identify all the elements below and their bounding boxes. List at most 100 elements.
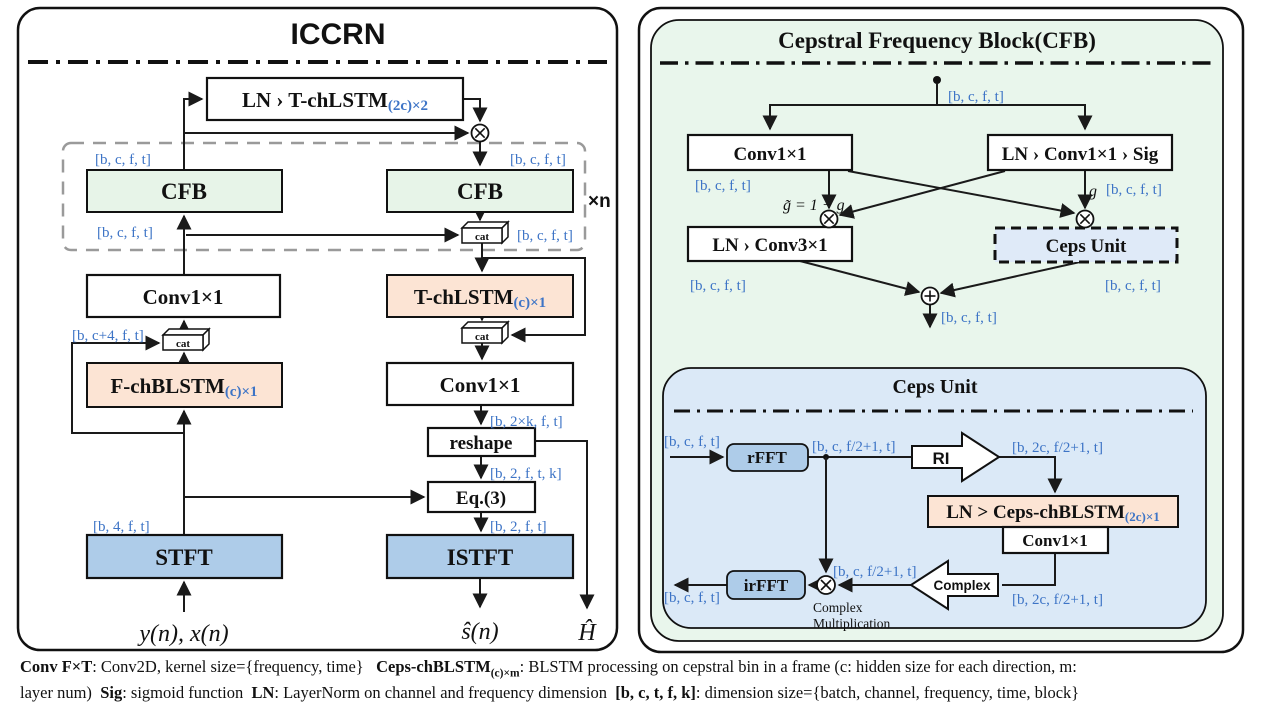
- dim-reshape-out: [b, 2, f, t, k]: [490, 466, 562, 482]
- multiply-node: [470, 123, 490, 143]
- ceps-dim-in: [b, c, f, t]: [664, 434, 720, 450]
- concat-label: cat: [176, 338, 190, 350]
- concat-node-right-top: cat: [460, 220, 510, 245]
- stft-box: [85, 533, 284, 580]
- caption-text: : LayerNorm on channel and frequency dim…: [274, 683, 616, 703]
- dim-conv-right-out: [b, 2×k, f, t]: [490, 414, 563, 430]
- complex-multiply-node: [816, 575, 836, 595]
- irfft-label: irFFT: [744, 576, 789, 595]
- concat-label: cat: [475, 231, 489, 243]
- input-signal-label: y(n), x(n): [137, 621, 228, 647]
- caption-term-sig: Sig: [100, 683, 123, 703]
- ceps-dim-conv-out: [b, 2c, f/2+1, t]: [1012, 592, 1103, 608]
- cfb-left-box: [86, 169, 283, 213]
- ln-tchlstm-main: LN › T-chLSTM: [242, 88, 388, 112]
- complex-label: Complex: [933, 578, 991, 593]
- cfb-right-label: CFB: [457, 179, 503, 204]
- ceps-connectors: [670, 449, 1063, 593]
- cfb-title: Cepstral Frequency Block(CFB): [778, 28, 1096, 53]
- complex-multiplication-caption-2: Multiplication: [813, 616, 890, 631]
- caption-line-2: layer num) Sig: sigmoid function LN: Lay…: [20, 682, 1260, 705]
- iccrn-title: ICCRN: [291, 18, 386, 51]
- cfb-ln-conv-sig-box: [986, 133, 1174, 172]
- h-output-label: Ĥ: [577, 620, 597, 646]
- cfb-conv1-box: [686, 133, 854, 172]
- fchblstm-label: F-chBLSTM(c)×1: [110, 374, 257, 400]
- ceps-blstm-box: [927, 495, 1179, 528]
- conv-left-box: [85, 273, 282, 319]
- concat-node-right-mid: cat: [460, 320, 510, 345]
- iccrn-panel: ICCRN ×n: [16, 6, 619, 652]
- caption-term-ceps-chblstm-sub: (c)×m: [490, 667, 520, 680]
- cfb-ceps-unit-box: [993, 226, 1179, 264]
- caption-text: : sigmoid function: [122, 683, 252, 703]
- caption-term-ceps-chblstm: Ceps-chBLSTM: [376, 657, 491, 676]
- caption-term-ln: LN: [251, 683, 275, 703]
- fchblstm-main: F-chBLSTM: [110, 374, 225, 398]
- ln-tchlstm-label: LN › T-chLSTM(2c)×2: [242, 88, 428, 114]
- cfb-ln-conv3-box: [686, 225, 854, 263]
- tchlstm-box: [386, 274, 574, 318]
- cfb-dim-ceps-out: [b, c, f, t]: [1105, 278, 1161, 294]
- cfb-dim-in: [b, c, f, t]: [948, 89, 1004, 105]
- concat-node-left: cat: [161, 327, 211, 352]
- reshape-box: [426, 426, 537, 458]
- cfb-conv1-label: Conv1×1: [733, 144, 806, 165]
- istft-label: ISTFT: [447, 545, 513, 570]
- figure-caption: Conv F×T: Conv2D, kernel size={frequency…: [20, 656, 1260, 705]
- dim-cfb-left-in: [b, c, f, t]: [95, 152, 151, 168]
- irfft-box: [726, 570, 806, 600]
- architecture-diagram: ICCRN ×n: [16, 6, 1245, 654]
- cfb-dim-conv-out: [b, c, f, t]: [695, 178, 751, 194]
- output-signal-label: ŝ(n): [461, 619, 498, 645]
- cfb-dim-sig-out: [b, c, f, t]: [1106, 182, 1162, 198]
- tchlstm-sub: (c)×1: [513, 295, 546, 311]
- cfb-ceps-unit-label: Ceps Unit: [1046, 236, 1127, 257]
- complex-multiplication-caption-1: Complex: [813, 600, 863, 615]
- gate-g-label: g: [1089, 183, 1097, 200]
- cfb-multiply-node-right: [1075, 209, 1095, 229]
- caption-text: layer num): [20, 683, 101, 703]
- cfb-connectors: [762, 76, 1093, 329]
- ceps-dim-rfft-out: [b, c, f/2+1, t]: [812, 439, 895, 455]
- cfb-left-label: CFB: [161, 179, 207, 204]
- ceps-dim-skip: [b, c, f/2+1, t]: [833, 564, 916, 580]
- dim-cfb-left-out: [b, c, f, t]: [97, 225, 153, 241]
- fchblstm-sub: (c)×1: [225, 384, 258, 400]
- stft-label: STFT: [155, 545, 213, 570]
- repeat-group-dashed-box: [61, 141, 587, 252]
- conv-right-box: [385, 361, 575, 407]
- ln-tchlstm-box: [205, 76, 465, 122]
- cfb-dim-left-out: [b, c, f, t]: [690, 278, 746, 294]
- cfb-dim-out: [b, c, f, t]: [941, 310, 997, 326]
- caption-term-conv: Conv F×T: [20, 657, 93, 676]
- dim-cfb-right-in: [b, c, f, t]: [510, 152, 566, 168]
- cfb-ln-conv-sig-label: LN › Conv1×1 › Sig: [1002, 144, 1159, 165]
- caption-text: : Conv2D, kernel size={frequency, time}: [92, 657, 377, 676]
- cfb-multiply-node-left: [819, 209, 839, 229]
- ceps-blstm-label: LN > Ceps-chBLSTM(2c)×1: [946, 502, 1160, 524]
- conv-left-label: Conv1×1: [143, 285, 224, 309]
- cfb-right-box: [386, 169, 574, 213]
- eq3-box: [426, 480, 537, 514]
- rfft-box: [726, 443, 809, 472]
- ceps-conv1-label: Conv1×1: [1022, 531, 1087, 550]
- ceps-dim-out: [b, c, f, t]: [664, 590, 720, 606]
- concat-label: cat: [475, 331, 489, 343]
- dim-cat-right: [b, c, f, t]: [517, 228, 573, 244]
- ln-tchlstm-sub: (2c)×2: [388, 98, 428, 114]
- cfb-input-dot: [933, 76, 941, 84]
- dim-eq3-out: [b, 2, f, t]: [490, 519, 547, 535]
- ri-block-arrow: RI: [911, 431, 1001, 483]
- complex-block-arrow: Complex: [909, 559, 999, 611]
- reshape-label: reshape: [450, 433, 513, 454]
- tchlstm-label: T-chLSTM(c)×1: [414, 285, 546, 311]
- caption-text: : dimension size={batch, channel, freque…: [695, 683, 1080, 703]
- rfft-label: rFFT: [747, 448, 787, 467]
- dim-cat-left: [b, c+4, f, t]: [72, 328, 144, 344]
- ceps-blstm-main: LN > Ceps-chBLSTM: [946, 502, 1125, 523]
- istft-box: [385, 533, 575, 580]
- repeat-count-label: ×n: [588, 191, 611, 212]
- conv-right-label: Conv1×1: [440, 373, 521, 397]
